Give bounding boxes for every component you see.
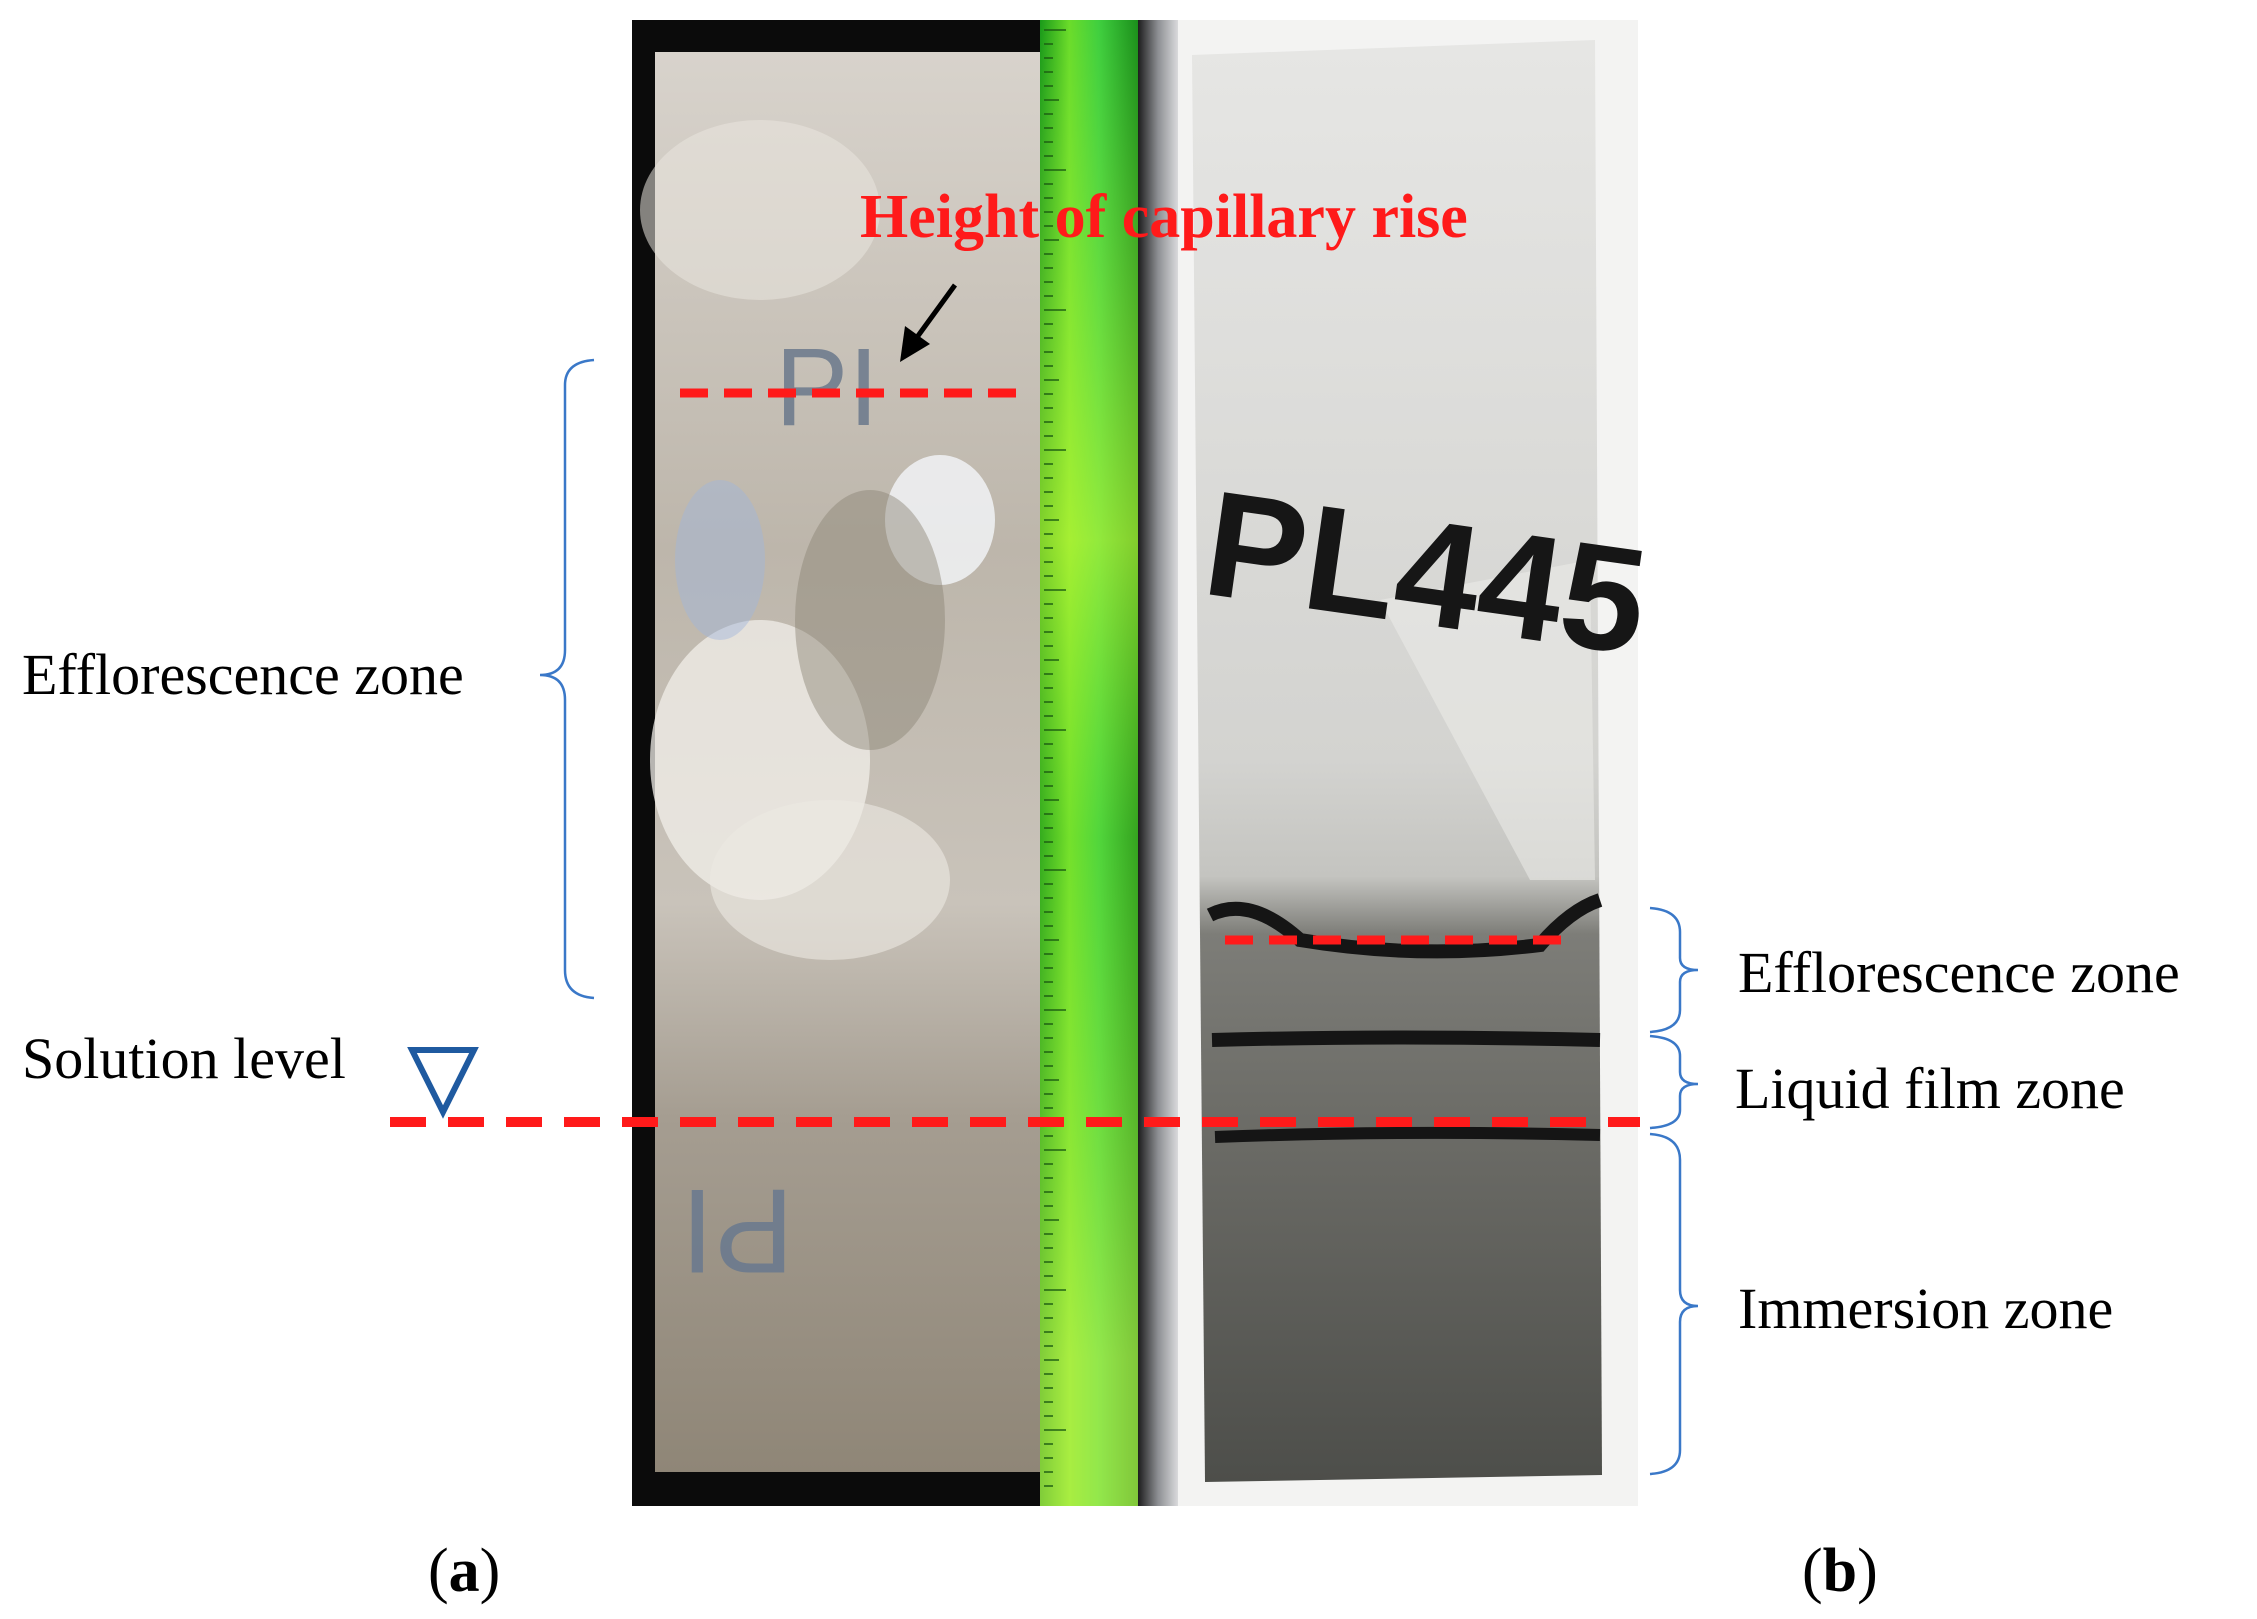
left-efflorescence-bracket — [539, 358, 595, 1000]
liquid-film-label: Liquid film zone — [1735, 1056, 2125, 1121]
left-efflorescence-label: Efflorescence zone — [22, 642, 464, 707]
specimen-a-mark-bottom: PI — [681, 1164, 794, 1298]
right-efflorescence-label: Efflorescence zone — [1738, 940, 2180, 1005]
photo-a: PI PI — [632, 20, 1178, 1506]
efflorescence-patch — [885, 455, 995, 585]
specimen-b-black-line — [1214, 1126, 1601, 1143]
liquid-film-bracket — [1649, 1034, 1699, 1130]
efflorescence-patch — [675, 480, 765, 640]
capillary-arrow — [900, 283, 958, 362]
efflorescence-patch — [795, 490, 945, 750]
specimen-b-diagonal-band — [1380, 560, 1595, 880]
panel-label-a: (a) — [428, 1537, 501, 1605]
immersion-bracket — [1649, 1132, 1699, 1476]
ruler-ticks — [1044, 29, 1066, 1487]
solution-level-marker — [407, 1047, 479, 1119]
panel-label-b: (b) — [1802, 1537, 1878, 1605]
specimen-b-black-line — [1206, 893, 1603, 959]
immersion-label: Immersion zone — [1738, 1276, 2114, 1341]
specimen-b-black-line — [1211, 1030, 1601, 1047]
metal-strip — [1138, 20, 1178, 1506]
right-efflorescence-bracket — [1649, 906, 1699, 1034]
ruler-highlight — [1040, 20, 1138, 1506]
efflorescence-patch — [640, 120, 880, 300]
capillary-rise-title: Height of capillary rise — [860, 183, 1468, 251]
solution-level-label: Solution level — [22, 1026, 346, 1091]
specimen-a-mark-top: PI — [775, 326, 879, 449]
efflorescence-patch — [710, 800, 950, 960]
